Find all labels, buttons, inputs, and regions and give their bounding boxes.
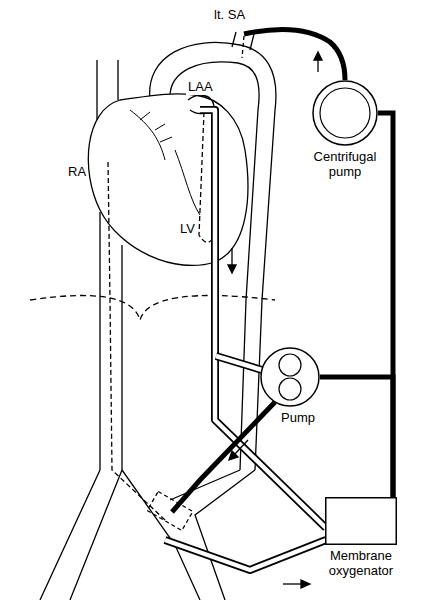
node-label: Centrifugal pump <box>305 150 385 180</box>
centrifugal-pump: Centrifugal pump <box>312 80 378 146</box>
vessel-label: lt. SA <box>212 8 247 23</box>
node-label: Pump <box>268 411 328 426</box>
tubing-line <box>320 377 393 497</box>
pump-housing <box>261 348 319 406</box>
heart-outline <box>88 94 248 266</box>
pump-roller <box>279 354 301 376</box>
chamber-label: RA <box>66 165 88 180</box>
heart-surface-lines <box>130 110 200 215</box>
flow-arrow <box>234 440 248 455</box>
pump-outlet-tube <box>172 402 275 512</box>
pump-housing <box>313 81 377 145</box>
return-tube <box>165 540 326 570</box>
flow-arrowhead <box>301 580 310 588</box>
flow-arrowhead <box>229 451 238 460</box>
node-shape <box>260 347 320 407</box>
oxygenator-outline <box>326 498 397 545</box>
pump-rotor <box>320 88 370 138</box>
subclavian-cannula <box>242 36 244 58</box>
drain-tube <box>200 110 326 528</box>
roller-pump: Pump <box>260 347 320 407</box>
flow-arrow <box>283 583 302 584</box>
node-shape <box>325 497 397 545</box>
node-shape <box>312 80 378 146</box>
iliac-vessels <box>40 470 255 600</box>
return-tube-outline <box>165 540 326 570</box>
venous-catheter <box>108 160 165 520</box>
pump-inlet-outline <box>216 356 262 370</box>
oxygenator-box: Membrane oxygenator <box>325 497 397 545</box>
pump-roller <box>279 378 301 400</box>
flow-arrowhead <box>228 265 236 273</box>
chamber-label: LV <box>178 222 197 237</box>
pump-inlet <box>216 356 262 370</box>
diaphragm-line <box>30 296 275 321</box>
flow-arrow <box>231 248 232 266</box>
flow-arrowhead <box>314 52 322 60</box>
chamber-label: LAA <box>186 80 215 95</box>
node-label: Membrane oxygenator <box>313 549 409 579</box>
drain-tube-outline <box>200 110 326 528</box>
subclavian-return-tube <box>244 30 345 81</box>
